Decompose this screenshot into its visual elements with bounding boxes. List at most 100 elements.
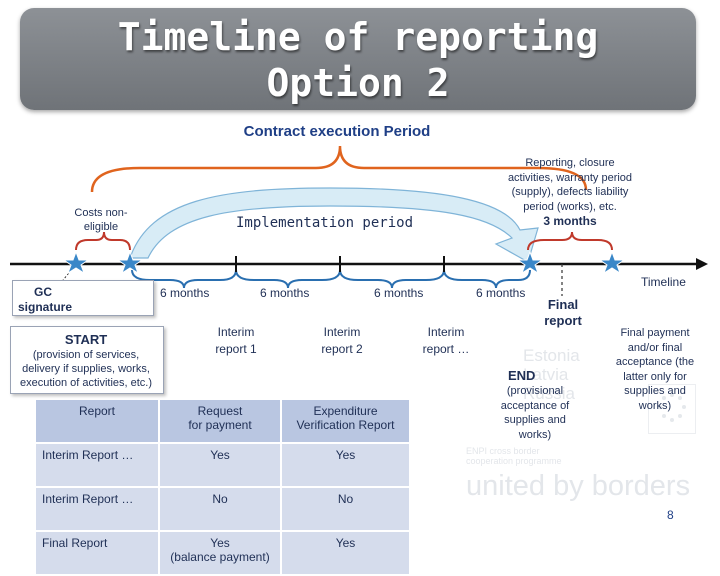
end-title: END <box>508 368 536 383</box>
month-label: 6 months <box>260 286 310 300</box>
header-report: Report <box>78 404 116 418</box>
final-report-line: Final <box>547 297 579 312</box>
reporting-closure-line: period (works), etc. <box>523 200 617 213</box>
interim-report-line: Interim <box>217 325 255 339</box>
watermark-countries: Estonia Latvia Russia <box>523 346 580 403</box>
gc-signature-line: signature <box>18 300 73 314</box>
final-payment-label: Final payment and/or final acceptance (t… <box>600 326 710 413</box>
month-brace <box>443 269 531 289</box>
final-payment-line: and/or final <box>627 341 683 354</box>
gc-signature-box <box>12 280 154 316</box>
end-star-icon <box>516 250 544 275</box>
table-cell: No <box>160 488 280 530</box>
costs-non-eligible-line: Costs non- <box>74 207 128 219</box>
end-line: acceptance of <box>500 399 570 412</box>
end-line: supplies and <box>504 414 566 426</box>
costs-non-eligible-label: Costs non- eligible <box>60 206 142 234</box>
final-payment-line: supplies and <box>624 385 686 397</box>
interim-report-line: report 1 <box>215 342 257 356</box>
month-label: 6 months <box>160 286 210 300</box>
gc-signature-label: GC signature <box>18 285 72 315</box>
contract-brace <box>90 145 588 193</box>
end-line: works) <box>518 428 552 441</box>
non-eligible-brace <box>75 231 131 251</box>
timeline-arrowhead <box>696 258 708 270</box>
table-header-cell: Request for payment <box>160 400 280 442</box>
eu-flag-watermark <box>648 384 696 434</box>
header-expenditure: Expenditure <box>313 404 378 418</box>
table-cell-line: Yes <box>210 536 230 550</box>
table-row: Final Report Yes (balance payment) Yes <box>36 532 409 574</box>
contract-period-label: Contract execution Period <box>243 123 431 140</box>
start-description: (provision of services, delivery if supp… <box>10 348 162 390</box>
watermark-country: Latvia <box>523 365 569 384</box>
eu-stars-icon <box>658 393 686 422</box>
reporting-closure-line: (supply), defects liability <box>511 186 629 198</box>
interim-report-line: Interim <box>323 325 361 339</box>
watermark-programme-line: ENPI cross border <box>466 446 540 456</box>
table-cell: Interim Report … <box>36 488 158 530</box>
costs-non-eligible-line: eligible <box>83 221 119 233</box>
reporting-table: Report Request for payment Expenditure V… <box>34 398 411 576</box>
table-header-row: Report Request for payment Expenditure V… <box>36 400 409 442</box>
table-cell: No <box>282 488 409 530</box>
gc-signature-line: GC <box>34 285 52 299</box>
month-label: 6 months <box>374 286 424 300</box>
month-brace <box>235 269 341 289</box>
reporting-closure-line: activities, warranty period <box>507 171 633 184</box>
table-cell: Yes <box>282 532 409 574</box>
watermark-programme-line: cooperation programme <box>466 456 562 466</box>
table-cell: Yes (balance payment) <box>160 532 280 574</box>
start-line: delivery if supplies, works, <box>22 363 150 375</box>
slide-title: Timeline of reporting Option 2 <box>20 14 696 106</box>
table-header-cell: Report <box>36 400 158 442</box>
header-request-sub: for payment <box>188 418 252 432</box>
watermark-slogan: united by borders <box>466 470 691 502</box>
interim-report-line: report … <box>422 342 470 356</box>
watermark-programme: ENPI cross border cooperation programme <box>466 446 562 466</box>
start-star-icon <box>116 250 144 275</box>
page-number: 8 <box>667 508 674 522</box>
timeline-label: Timeline <box>641 275 686 289</box>
final-payment-line: Final payment <box>620 327 690 339</box>
final-report-line: report <box>544 313 582 328</box>
title-banner <box>20 8 696 110</box>
table-cell: Interim Report … <box>36 444 158 486</box>
gc-signature-star-icon <box>62 250 90 275</box>
table-row: Interim Report … Yes Yes <box>36 444 409 486</box>
month-brace <box>339 269 445 289</box>
table-row: Interim Report … No No <box>36 488 409 530</box>
final-payment-line: latter only for <box>623 370 687 383</box>
reporting-closure-label: Reporting, closure activities, warranty … <box>490 156 650 229</box>
table-cell-line: (balance payment) <box>170 550 270 564</box>
table-cell: Final Report <box>36 532 158 574</box>
start-title: START <box>64 332 108 347</box>
start-line: (provision of services, <box>32 349 140 361</box>
table-cell: Yes <box>160 444 280 486</box>
implementation-arrow <box>129 187 539 263</box>
end-line: (provisional <box>506 385 564 397</box>
final-report-label: Final report <box>532 297 594 329</box>
watermark-country: Estonia <box>523 346 580 365</box>
table-header-cell: Expenditure Verification Report <box>282 400 409 442</box>
interim-report-line: report 2 <box>321 342 363 356</box>
header-expenditure-sub: Verification Report <box>296 418 395 432</box>
reporting-closure-line: Reporting, closure <box>525 157 615 169</box>
watermark-country: Russia <box>523 384 575 403</box>
title-line-1: Timeline of reporting <box>117 15 599 59</box>
start-box <box>10 326 164 394</box>
header-request: Request <box>197 404 243 418</box>
table-cell: Yes <box>282 444 409 486</box>
title-line-2: Option 2 <box>266 61 450 105</box>
interim-report-3: Interim report … <box>406 324 486 358</box>
start-line: execution of activities, etc.) <box>19 377 153 389</box>
timeline-diagram <box>10 145 708 296</box>
final-payment-line: acceptance (the <box>615 356 695 368</box>
end-description: (provisional acceptance of supplies and … <box>490 384 580 442</box>
reporting-duration: 3 months <box>543 214 597 228</box>
month-label: 6 months <box>476 286 526 300</box>
month-brace <box>131 269 237 289</box>
interim-report-line: Interim <box>427 325 465 339</box>
final-payment-line: works) <box>638 399 672 412</box>
reporting-brace <box>527 231 613 251</box>
